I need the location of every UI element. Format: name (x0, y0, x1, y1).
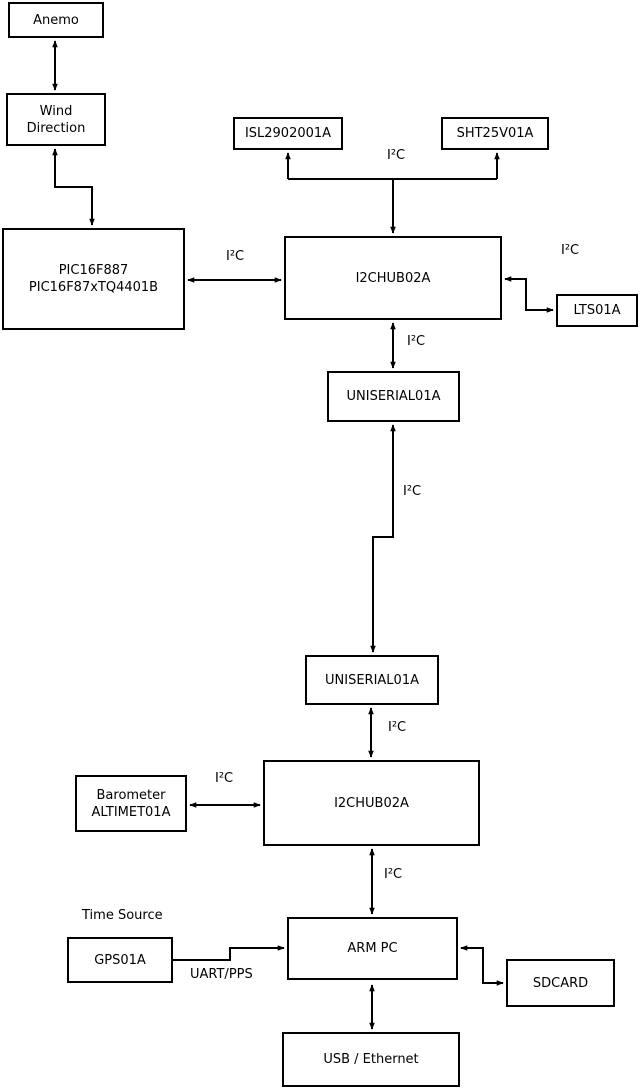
edge-uniserial1-uniserial2 (370, 424, 396, 653)
node-sht25v01a: SHT25V01A (441, 117, 549, 150)
node-pic16f887: PIC16F887 PIC16F87xTQ4401B (2, 228, 185, 330)
edge-winddirection-pic (52, 148, 95, 226)
edge-gps-armpc (173, 945, 285, 961)
node-anemo: Anemo (8, 2, 104, 38)
edge-label-i2c-lts: I²C (561, 243, 580, 258)
node-uniserial01a-1: UNISERIAL01A (327, 371, 460, 422)
node-barometer-altimet01a: Barometer ALTIMET01A (75, 775, 187, 832)
node-gps01a: GPS01A (67, 937, 173, 983)
edge-label-i2c-bus-top: I²C (387, 148, 406, 163)
edge-label-i2c-hub2-armpc: I²C (384, 867, 403, 882)
edge-label-i2c-uniserial2-hub2: I²C (388, 720, 407, 735)
edge-armpc-sdcard (460, 945, 504, 986)
node-arm-pc: ARM PC (287, 917, 458, 980)
node-usb-ethernet: USB / Ethernet (282, 1032, 460, 1087)
edge-i2chub1-lts (504, 276, 554, 313)
node-i2chub02a-1: I2CHUB02A (284, 236, 502, 320)
node-sdcard: SDCARD (506, 959, 615, 1007)
edge-label-time-source: Time Source (82, 908, 163, 923)
edge-label-i2c-pic-hub: I²C (226, 249, 245, 264)
node-i2chub02a-2: I2CHUB02A (263, 760, 480, 846)
edge-label-uart-pps: UART/PPS (190, 967, 253, 982)
node-isl2902001a: ISL2902001A (233, 117, 343, 150)
edge-label-i2c-hub1-uniserial1: I²C (407, 334, 426, 349)
node-lts01a: LTS01A (556, 294, 638, 327)
node-wind-direction: Wind Direction (6, 93, 106, 146)
edge-label-i2c-uniserial-link: I²C (403, 484, 422, 499)
edge-label-i2c-barometer: I²C (215, 771, 234, 786)
node-uniserial01a-2: UNISERIAL01A (305, 655, 439, 705)
